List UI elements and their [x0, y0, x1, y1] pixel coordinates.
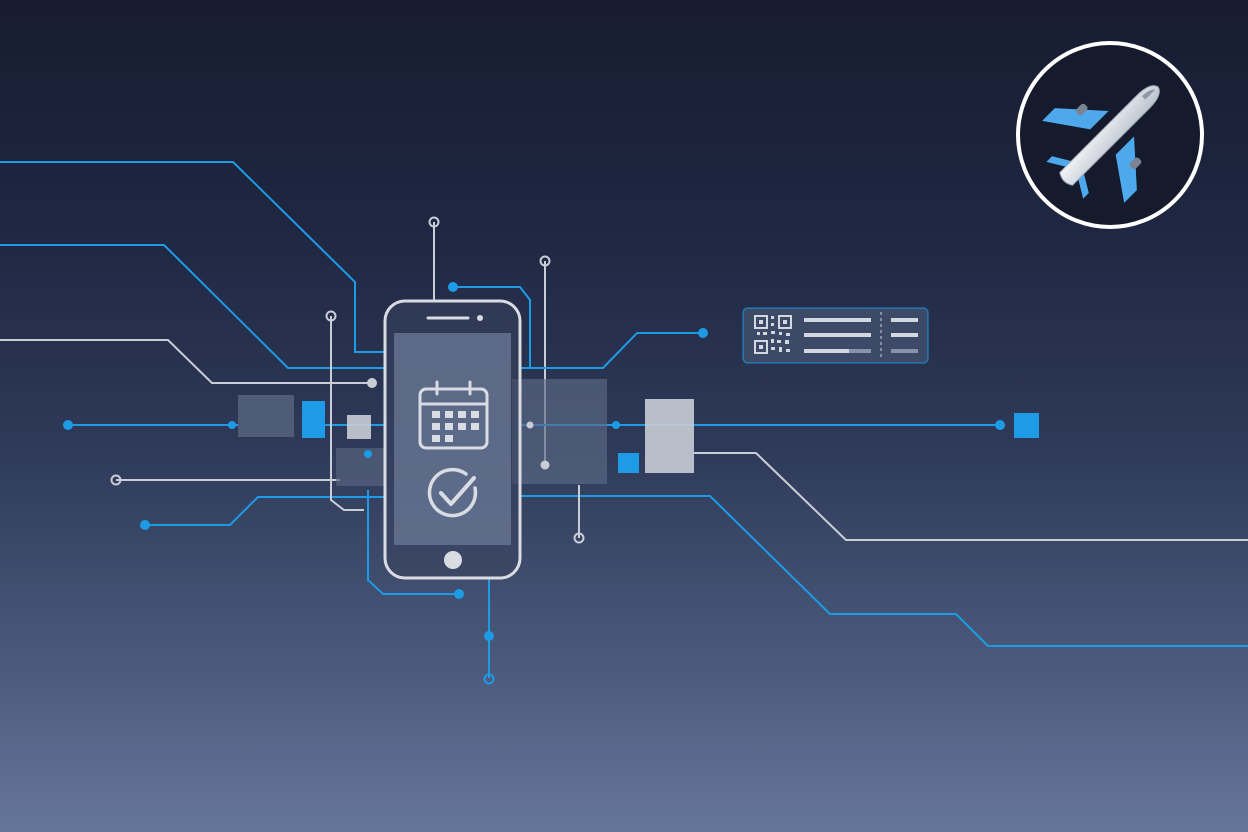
node-ring: [110, 474, 122, 486]
circuit-line: [0, 339, 372, 384]
phone-camera: [477, 315, 483, 321]
node-ring: [483, 673, 495, 685]
circuit-line: [145, 496, 386, 526]
circuit-line: [520, 495, 1248, 647]
light-square: [347, 415, 371, 439]
node-ring: [325, 310, 337, 322]
smartphone: [383, 299, 522, 580]
node-ring: [428, 216, 440, 228]
node-dot: [448, 282, 458, 292]
ticket-stub-line: [891, 318, 918, 322]
qr-code-icon: [754, 315, 792, 354]
circuit-line: [0, 161, 386, 353]
circuit-line: [694, 452, 1248, 541]
ticket-text-line: [804, 318, 871, 322]
light-square: [645, 399, 694, 473]
node-dot: [228, 421, 236, 429]
boarding-pass-ticket: [742, 307, 929, 364]
node-ring: [573, 532, 585, 544]
decorative-blocks: [238, 379, 1039, 486]
translucent-panel: [336, 448, 386, 486]
phone-home-button: [444, 551, 462, 569]
ticket-text-line: [849, 349, 871, 353]
node-dot: [484, 631, 494, 641]
node-ring: [539, 255, 551, 267]
circuit-line: [367, 490, 459, 595]
accent-square: [618, 453, 639, 473]
circuit-lines: [0, 161, 1248, 678]
node-dot: [367, 378, 377, 388]
node-dot: [995, 420, 1005, 430]
circuit-nodes: [63, 216, 1005, 685]
circuit-line: [0, 244, 386, 369]
node-dot: [140, 520, 150, 530]
airplane-badge: [1016, 41, 1204, 229]
node-dot: [364, 450, 372, 458]
accent-square: [1014, 413, 1039, 438]
ticket-text-line: [804, 333, 871, 337]
node-dot: [454, 589, 464, 599]
ticket-text-line: [804, 349, 849, 353]
accent-square: [302, 401, 325, 438]
node-dot: [526, 421, 534, 429]
node-dot: [540, 460, 550, 470]
circuit-line: [520, 332, 703, 369]
node-dot: [63, 420, 73, 430]
airplane-icon: [1042, 85, 1160, 203]
node-dot: [612, 421, 620, 429]
ticket-stub-line: [891, 333, 918, 337]
circuit-line: [330, 316, 364, 511]
translucent-panel: [238, 395, 294, 437]
checkmark-circle-icon: [427, 467, 478, 518]
calendar-icon: [418, 380, 489, 450]
ticket-stub-line: [891, 349, 918, 353]
translucent-panel: [512, 379, 607, 484]
node-dot: [698, 328, 708, 338]
